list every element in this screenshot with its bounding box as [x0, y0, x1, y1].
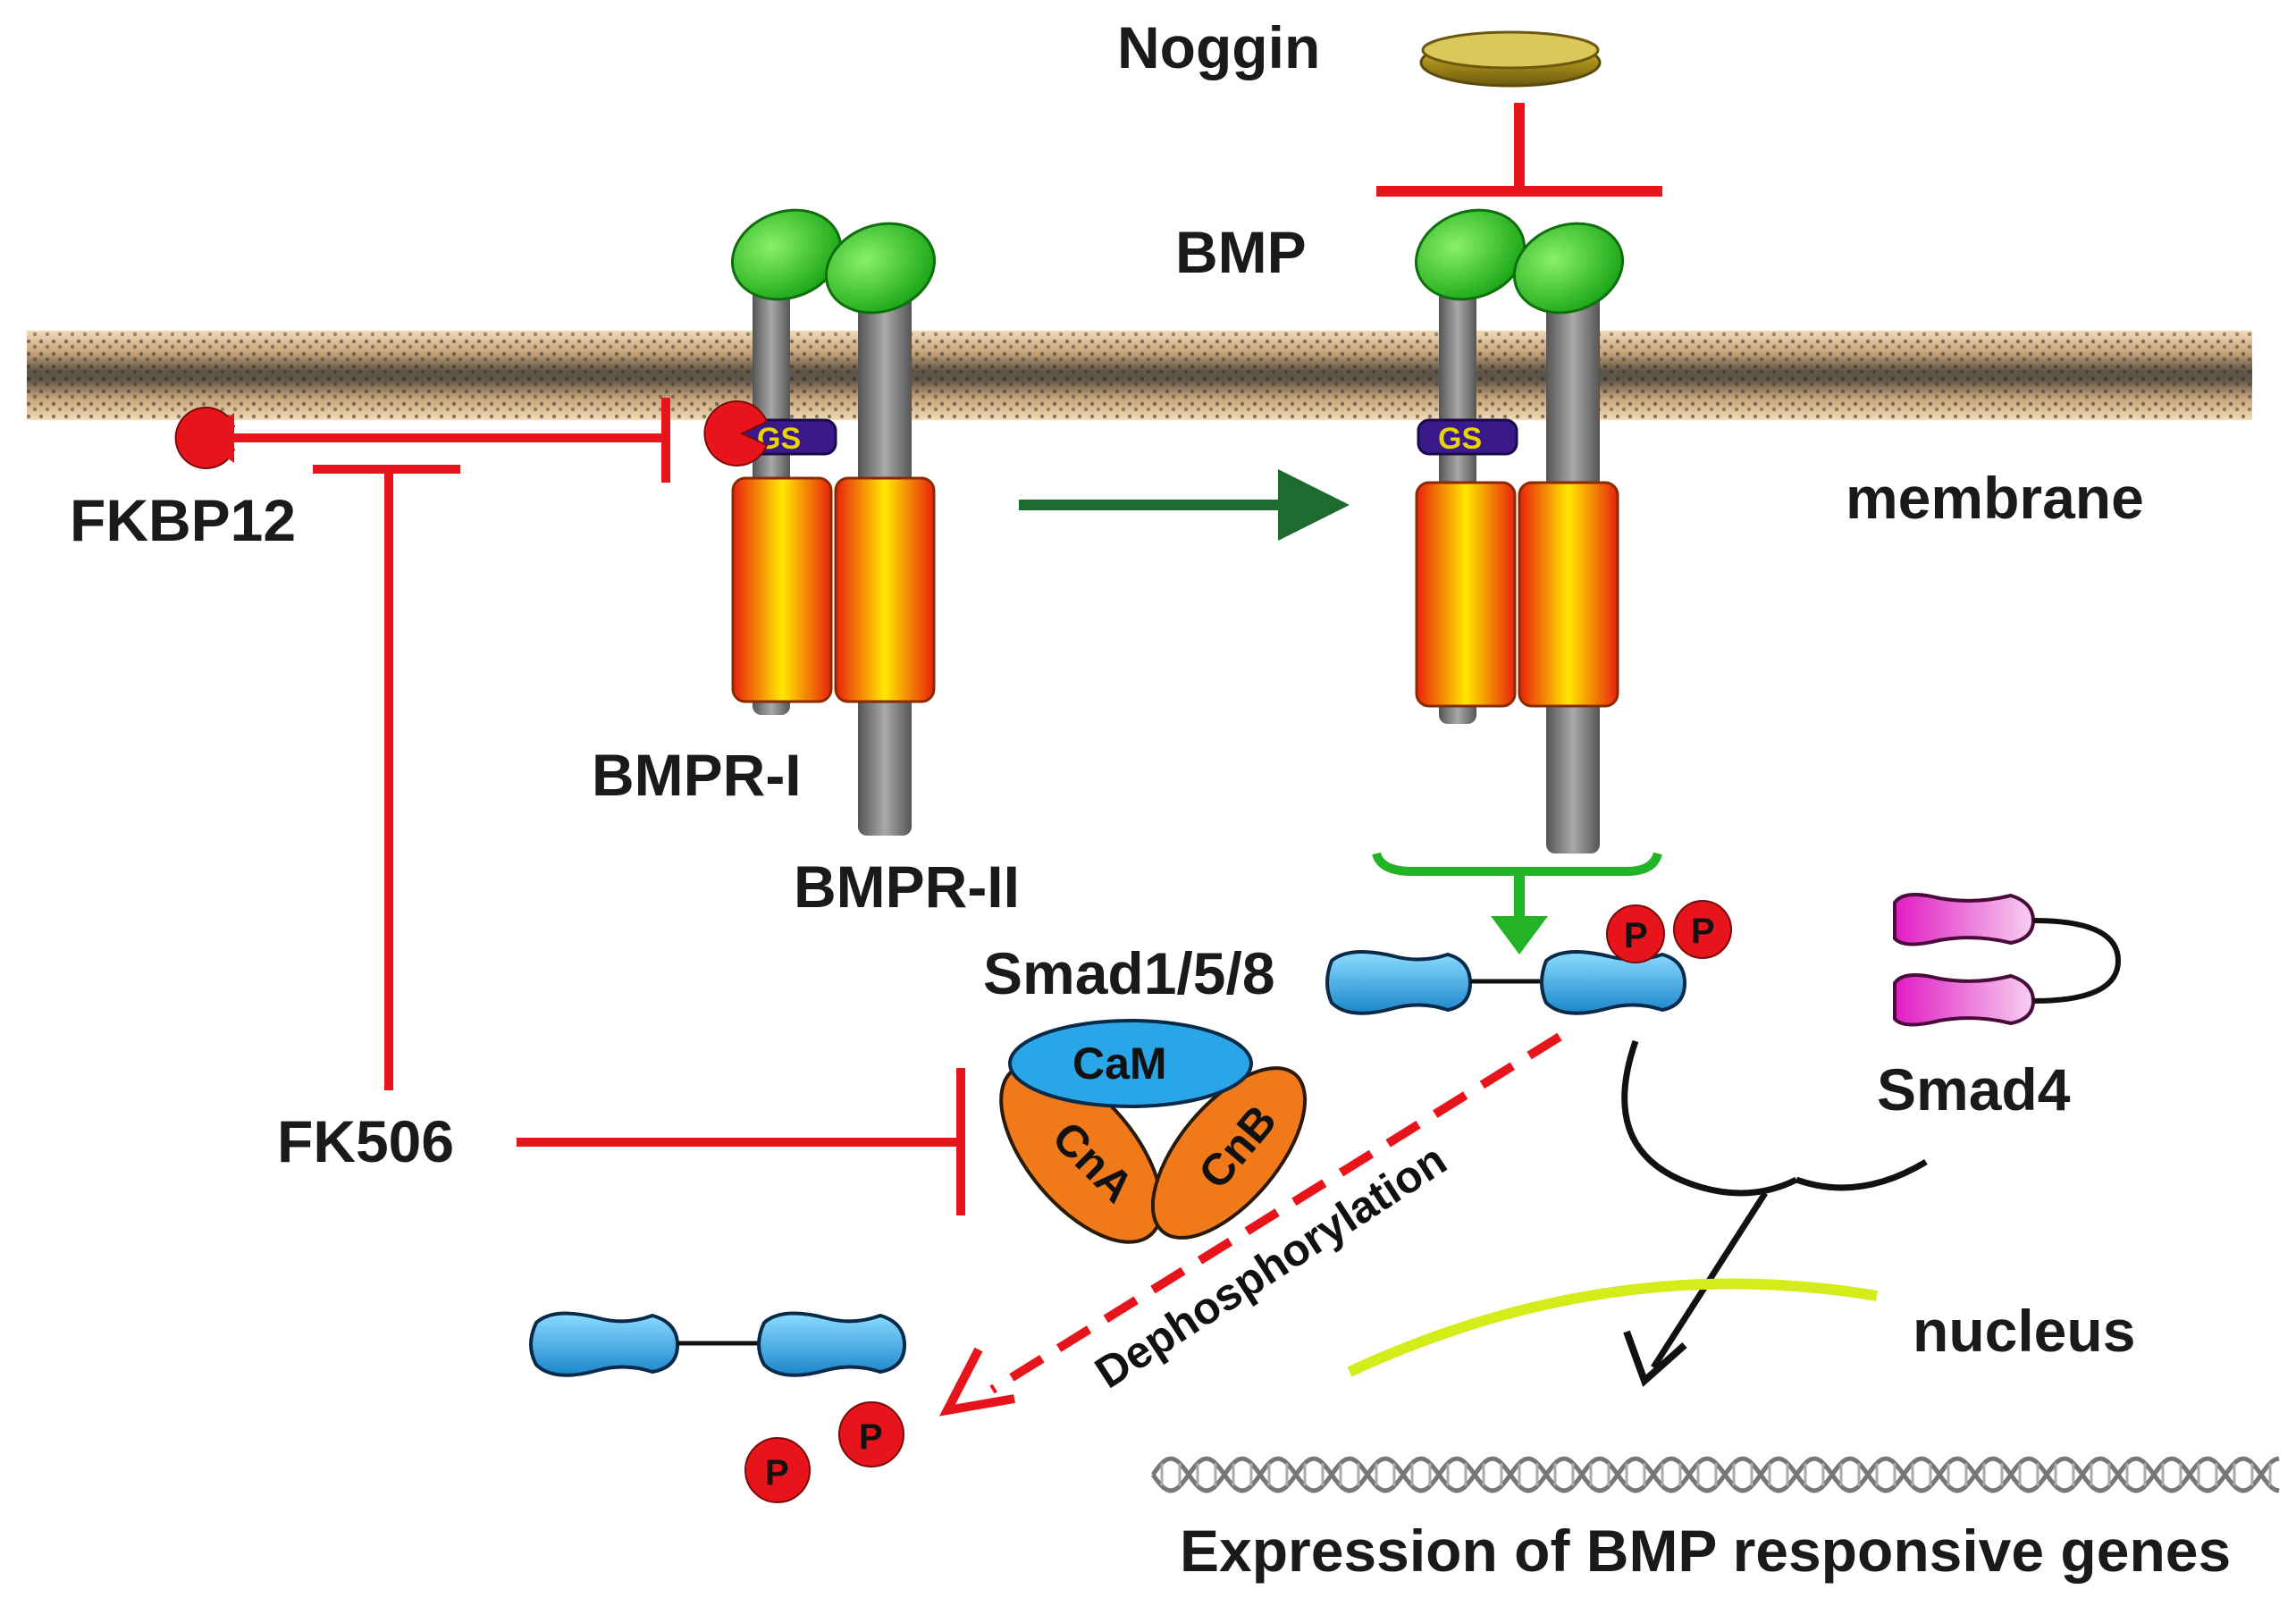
- receptor-complex-active: GS: [1414, 208, 1625, 854]
- phosphate-icon: P: [1673, 900, 1732, 959]
- smad158-dephosphorylated: [529, 1311, 907, 1377]
- bmp-label: BMP: [1175, 219, 1307, 285]
- bmpr2-label: BMPR-II: [794, 854, 1020, 920]
- phosphate-label: P: [765, 1453, 789, 1493]
- gs-domain: GS: [1417, 418, 1518, 456]
- calcineurin-complex: CaM CnA CnB: [999, 1019, 1308, 1244]
- dephosphorylation-arrow: [938, 1032, 1562, 1417]
- receptor-complex-inactive: GS: [703, 208, 937, 836]
- smad4-protein: [1893, 893, 2122, 1027]
- phosphate-label: P: [859, 1417, 883, 1457]
- phosphate-icon: P: [838, 1401, 904, 1467]
- noggin-ligand: [1419, 30, 1602, 88]
- bmpr1-label: BMPR-I: [592, 742, 802, 808]
- fk506-fkbp12-inhibition: [313, 465, 460, 1090]
- phosphate-label: P: [1624, 916, 1648, 955]
- bmp-ligand: [1512, 222, 1625, 315]
- nuclear-envelope: [1347, 1278, 1878, 1377]
- phosphorylation-bracket-arrow: [1372, 852, 1662, 954]
- gs-label: GS: [1438, 422, 1482, 456]
- noggin-inhibition-arrow: [1376, 103, 1662, 197]
- smad158-phosphorylated: P P: [1325, 900, 1732, 1015]
- dna-strand: [1150, 1456, 2280, 1493]
- noggin-label: Noggin: [1117, 14, 1320, 80]
- fkbp12-label: FKBP12: [70, 487, 296, 553]
- nucleus-label: nucleus: [1913, 1298, 2135, 1364]
- fk506-calcineurin-inhibition: [517, 1068, 965, 1215]
- cam-subunit: [1008, 1019, 1253, 1108]
- bmp-ligand: [730, 208, 843, 301]
- activation-arrow: [1019, 469, 1350, 541]
- membrane-label: membrane: [1846, 465, 2144, 531]
- fkbp12-bound-icon: [703, 400, 769, 467]
- smad4-label: Smad4: [1877, 1056, 2071, 1123]
- phosphate-label: P: [1691, 912, 1715, 951]
- cnb-subunit: [1150, 1066, 1308, 1240]
- bmp-ligand: [1414, 208, 1526, 301]
- phosphate-icon: P: [744, 1437, 811, 1503]
- smad158-label: Smad1/5/8: [983, 940, 1275, 1006]
- phosphate-icon: P: [1606, 904, 1665, 963]
- cell-membrane: [27, 331, 2252, 420]
- fk506-label: FK506: [277, 1108, 454, 1174]
- bmp-ligand: [824, 222, 937, 315]
- expression-label: Expression of BMP responsive genes: [1180, 1518, 2231, 1584]
- fkbp12-release-arrow: [198, 398, 670, 483]
- cam-label: CaM: [1072, 1039, 1167, 1089]
